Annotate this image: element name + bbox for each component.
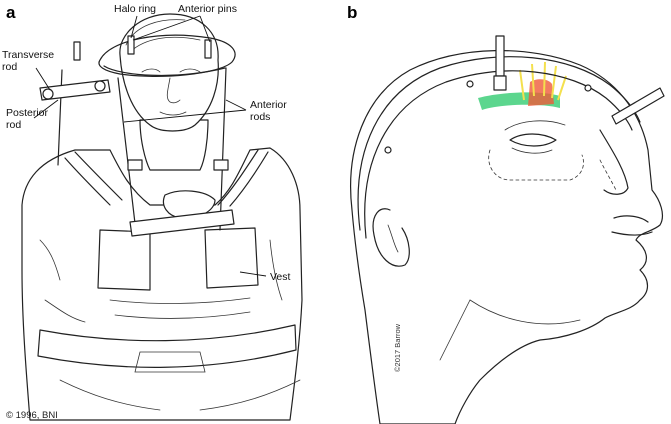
label-transverse-rod-line2: rod <box>2 61 17 73</box>
label-transverse-rod-line1: Transverse <box>2 49 54 61</box>
posterior-pin <box>73 41 81 61</box>
rods-a <box>39 67 235 237</box>
label-anterior-rods-line2: rods <box>250 111 270 123</box>
panel-b: b <box>347 3 665 424</box>
vest-illustration <box>21 147 303 421</box>
red-zone <box>528 79 554 106</box>
label-vest: Vest <box>270 271 291 283</box>
halo-ring-b <box>357 56 641 239</box>
panel-a: a <box>2 3 303 421</box>
halo-ring-a <box>73 34 236 77</box>
anterior-pin-vertical <box>495 35 505 77</box>
label-anterior-pins: Anterior pins <box>178 3 237 15</box>
leader-lines-a <box>33 15 267 277</box>
label-posterior-rod-line2: rod <box>6 119 21 131</box>
label-anterior-rods-line1: Anterior <box>250 99 287 111</box>
label-halo-ring: Halo ring <box>114 3 156 15</box>
panel-a-letter: a <box>6 3 16 22</box>
panel-b-letter: b <box>347 3 357 22</box>
pin-locknut <box>493 75 507 91</box>
patient-head-a <box>119 13 219 219</box>
copyright-a: © 1996, BNI <box>6 410 58 421</box>
yellow-zone <box>519 61 567 101</box>
anterior-pin-2 <box>204 39 212 59</box>
copyright-b: ©2017 Barrow <box>393 323 402 372</box>
pins-b <box>493 35 665 125</box>
anterior-pin-oblique <box>611 87 665 125</box>
safe-zone-overlay <box>478 61 567 110</box>
label-posterior-rod-line1: Posterior <box>6 107 49 119</box>
anterior-pin-1 <box>127 35 135 55</box>
